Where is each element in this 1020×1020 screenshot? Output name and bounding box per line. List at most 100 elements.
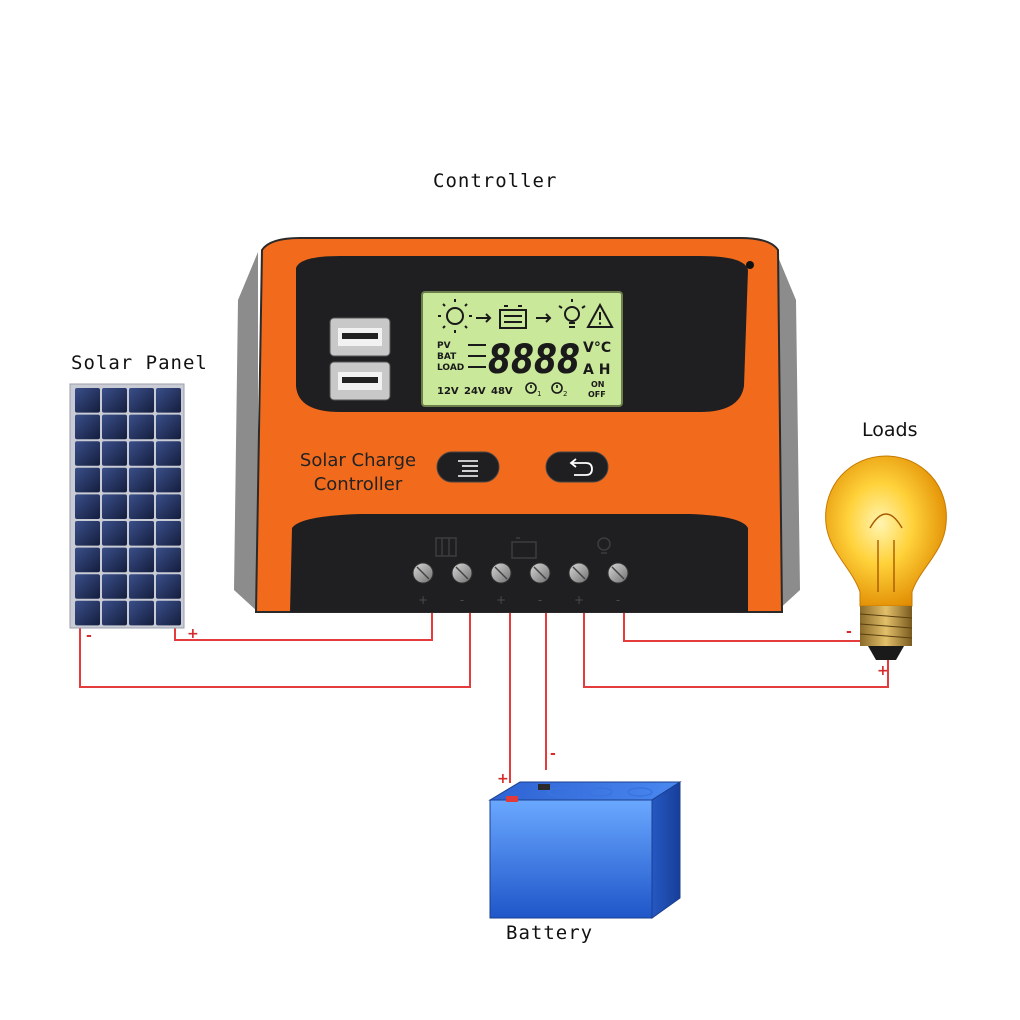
lcd-row-pv: PV xyxy=(437,341,451,351)
wire-panel-negative xyxy=(79,606,471,688)
load-group-icon xyxy=(597,537,611,554)
solar-cell xyxy=(75,521,100,546)
panel-negative-mark: - xyxy=(86,628,92,644)
terminal-sign: - xyxy=(616,593,620,607)
terminal-sign: + xyxy=(496,593,506,607)
terminal-sign: + xyxy=(418,593,428,607)
solar-cell xyxy=(75,547,100,573)
sun-icon xyxy=(438,299,472,333)
solar-cell xyxy=(129,494,154,519)
controller-label: Controller xyxy=(433,170,558,192)
solar-cell xyxy=(129,547,154,573)
solar-cell xyxy=(156,574,181,599)
solar-cell xyxy=(156,547,181,573)
usb-port-icon[interactable] xyxy=(329,317,391,357)
alarm-clock-icon xyxy=(525,382,537,394)
solar-panel-label: Solar Panel xyxy=(71,352,208,374)
screw-slot xyxy=(494,566,508,580)
solar-cell xyxy=(156,600,181,626)
solar-cells xyxy=(75,388,181,626)
screw-slot xyxy=(572,566,586,580)
solar-cell xyxy=(75,388,100,413)
solar-cell xyxy=(156,467,181,493)
polarity-marks: - + + - - + xyxy=(86,624,889,787)
solar-cell xyxy=(156,441,181,466)
back-button[interactable] xyxy=(545,451,609,483)
lcd-units-top: V°C xyxy=(583,340,611,356)
solar-panel xyxy=(69,383,185,629)
brand-line-1: Solar Charge xyxy=(300,450,416,471)
solar-cell xyxy=(75,574,100,599)
solar-cell xyxy=(129,414,154,440)
panel-positive-mark: + xyxy=(187,626,199,642)
solar-cell xyxy=(75,467,100,493)
warning-icon xyxy=(586,302,614,328)
loads-label: Loads xyxy=(862,419,918,441)
screw-slot xyxy=(533,566,547,580)
solar-cell xyxy=(156,521,181,546)
lcd-row-bat: BAT xyxy=(437,352,457,362)
wire-load-positive xyxy=(583,606,889,688)
solar-cell xyxy=(129,521,154,546)
screw-slot xyxy=(611,566,625,580)
solar-cell xyxy=(102,600,127,626)
charge-controller: PV BAT LOAD 8888 V°C A H 12V 24V 48V 1 2… xyxy=(234,237,800,613)
solar-cell xyxy=(102,467,127,493)
light-bulb xyxy=(825,455,947,660)
back-icon xyxy=(569,458,593,476)
lcd-timer-1: 1 xyxy=(537,390,541,398)
solar-cell xyxy=(102,494,127,519)
menu-icon xyxy=(458,460,478,477)
solar-cell xyxy=(129,600,154,626)
battery-label: Battery xyxy=(506,922,594,944)
battery xyxy=(488,781,682,919)
screw-slot xyxy=(455,566,469,580)
status-led xyxy=(746,261,754,269)
solar-cell xyxy=(129,574,154,599)
solar-cell xyxy=(75,414,100,440)
terminal-sign: + xyxy=(574,593,584,607)
wires xyxy=(79,606,889,783)
lcd-on: ON xyxy=(591,380,605,389)
solar-cell xyxy=(102,574,127,599)
battery-positive-mark: + xyxy=(497,771,509,787)
solar-cell xyxy=(102,441,127,466)
load-negative-mark: - xyxy=(846,624,852,640)
brand-line-2: Controller xyxy=(314,474,403,495)
solar-cell xyxy=(75,441,100,466)
battery-negative-mark: - xyxy=(550,746,556,762)
solar-cell xyxy=(129,467,154,493)
solar-cell xyxy=(129,441,154,466)
lcd-voltage-24: 24V xyxy=(464,386,486,397)
lcd-row-load: LOAD xyxy=(437,363,464,373)
battery-icon xyxy=(499,305,527,329)
lcd-display: PV BAT LOAD 8888 V°C A H 12V 24V 48V 1 2… xyxy=(421,291,623,407)
lcd-timer-2: 2 xyxy=(563,390,567,398)
solar-cell xyxy=(129,388,154,413)
lcd-units-bottom: A H xyxy=(583,362,610,378)
lcd-digits: 8888 xyxy=(488,337,580,383)
solar-cell xyxy=(156,388,181,413)
lcd-voltage-48: 48V xyxy=(491,386,513,397)
lcd-off: OFF xyxy=(588,390,606,399)
terminal-sign: - xyxy=(460,593,464,607)
terminal-block: + - + - + - xyxy=(412,562,629,607)
lcd-voltage-12: 12V xyxy=(437,386,459,397)
usb-port-icon[interactable] xyxy=(329,361,391,401)
solar-cell xyxy=(156,414,181,440)
solar-cell xyxy=(102,388,127,413)
alarm-clock-icon xyxy=(551,382,563,394)
solar-group-icon xyxy=(435,537,457,557)
menu-button[interactable] xyxy=(436,451,500,483)
solar-cell xyxy=(156,494,181,519)
wire-panel-positive xyxy=(174,606,433,641)
bulb-icon xyxy=(558,299,586,328)
solar-cell xyxy=(102,521,127,546)
screw-slot xyxy=(416,566,430,580)
solar-cell xyxy=(75,494,100,519)
solar-cell xyxy=(102,414,127,440)
solar-cell xyxy=(75,600,100,626)
terminal-sign: - xyxy=(538,593,542,607)
wire-load-negative xyxy=(623,606,872,642)
